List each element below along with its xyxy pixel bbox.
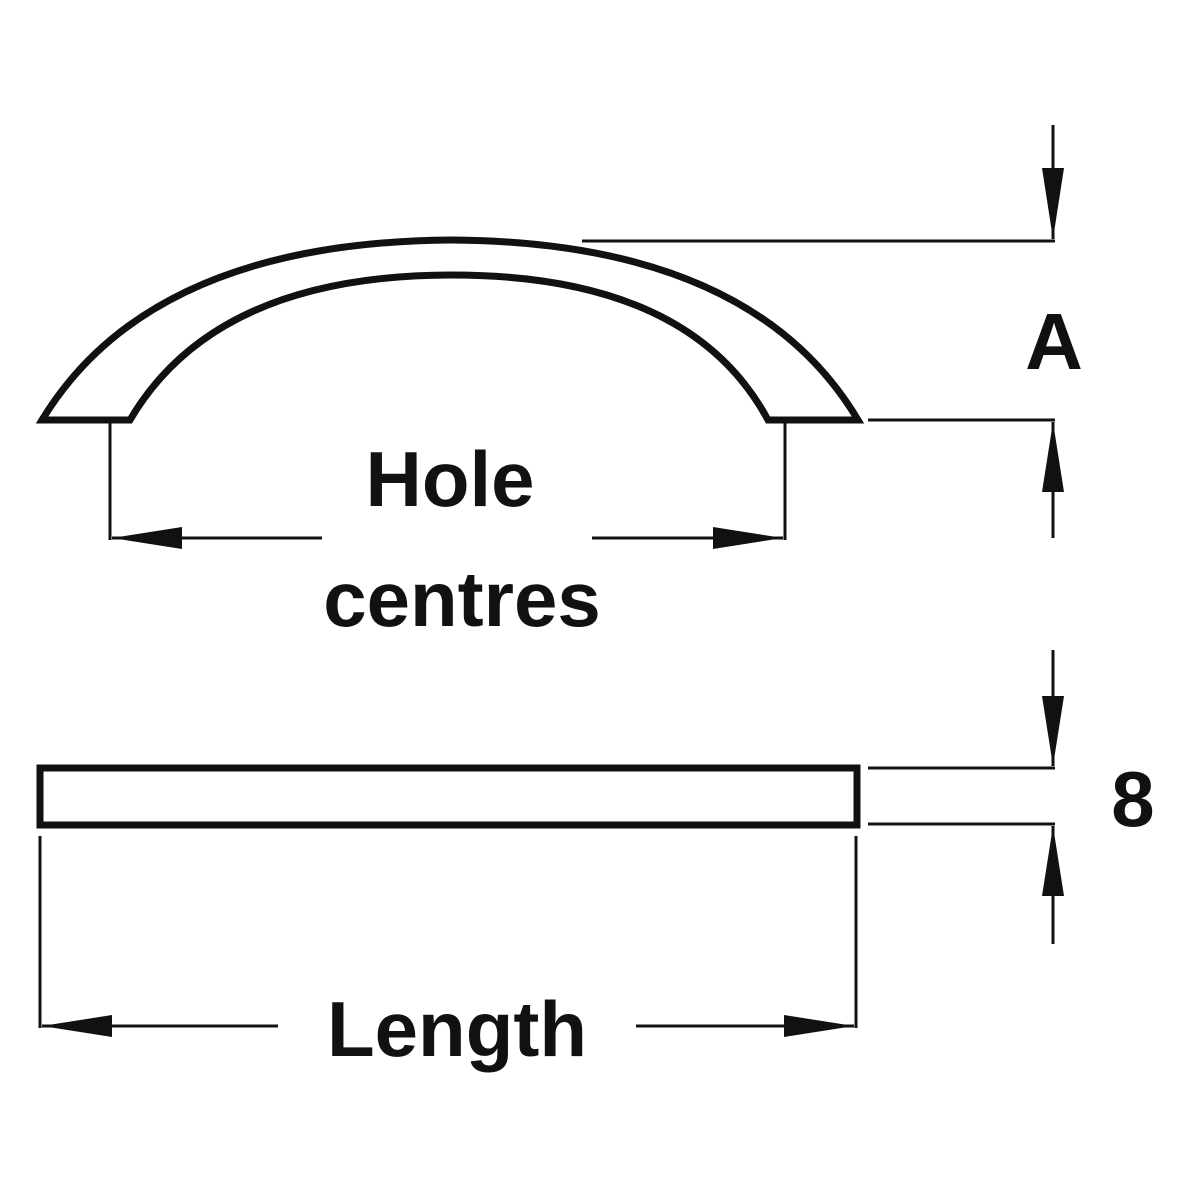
length-dimension [38,836,858,1037]
hole-centres-dimension [108,420,787,549]
handle-arch-outline [35,236,865,424]
thickness-dimension [868,650,1064,944]
a-bottom-arrowhead [1042,422,1064,492]
hole-label: Hole [365,435,534,523]
a-label: A [1025,297,1083,386]
handle-side-view [36,764,861,829]
length-right-arrowhead [784,1015,854,1037]
handle-side-profile [36,764,861,829]
height-a-dimension [582,125,1064,538]
length-left-arrowhead [42,1015,112,1037]
hole-right-arrowhead [713,527,783,549]
thickness-bottom-arrowhead [1042,826,1064,896]
thickness-label: 8 [1111,755,1154,843]
hole-left-arrowhead [112,527,182,549]
a-top-arrowhead [1042,168,1064,239]
thickness-top-arrowhead [1042,696,1064,766]
length-label: Length [327,985,587,1073]
handle-top-view [35,236,865,424]
centres-label: centres [323,555,601,643]
